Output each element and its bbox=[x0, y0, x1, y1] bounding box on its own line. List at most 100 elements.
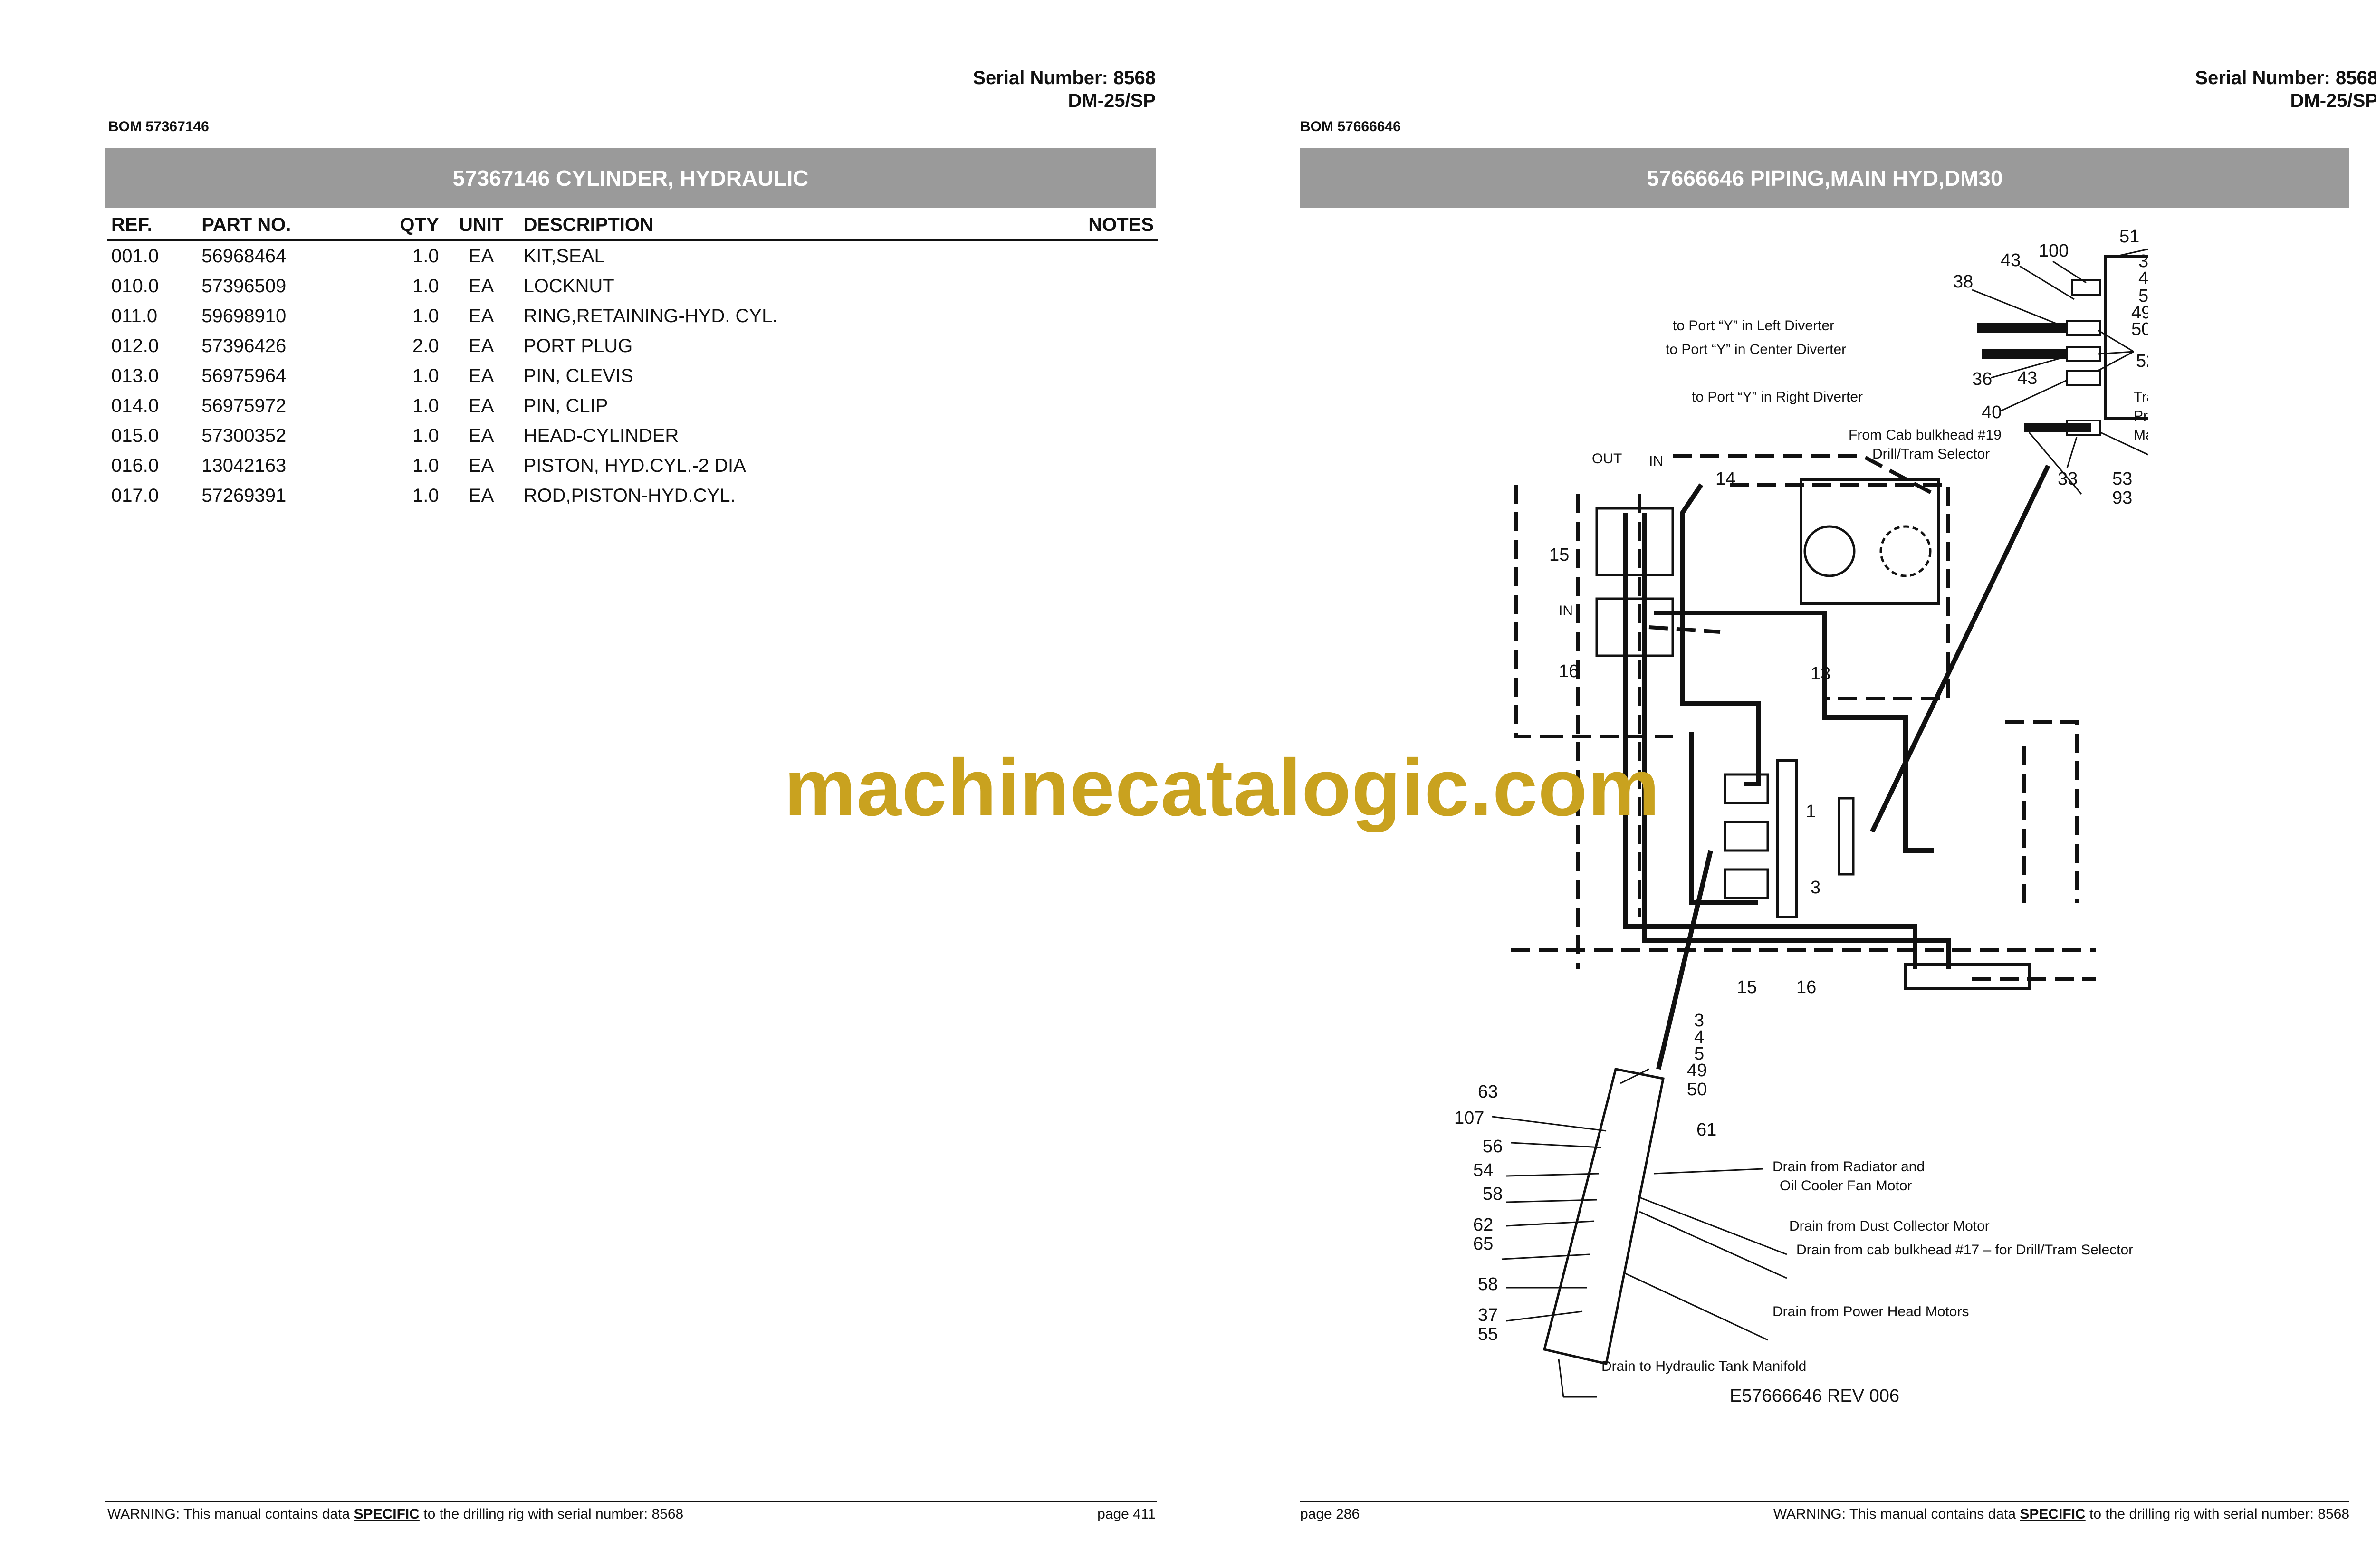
cell-description: PISTON, HYD.CYL.-2 DIA bbox=[523, 455, 746, 476]
callout: 3 bbox=[1694, 1011, 1704, 1031]
column-header-qty: QTY bbox=[370, 210, 443, 241]
footer-warning-text-end: to the drilling rig with serial number: … bbox=[419, 1506, 684, 1522]
cell-qty: 1.0 bbox=[412, 276, 439, 296]
table-row: 012.0 57396426 2.0 EA PORT PLUG bbox=[107, 331, 1158, 361]
cell-qty: 2.0 bbox=[412, 335, 439, 356]
callout: 51 bbox=[2119, 228, 2139, 247]
callout: 55 bbox=[1478, 1324, 1498, 1344]
serial-number: Serial Number: 8568 bbox=[973, 67, 1156, 88]
callout: 40 bbox=[1982, 402, 2002, 422]
cell-description: PIN, CLEVIS bbox=[523, 365, 633, 386]
callout: 4 bbox=[1694, 1027, 1704, 1047]
diagram-callouts: 100 51 43 3 4 5 49 50 38 52 36 43 40 33 … bbox=[1454, 228, 2148, 1344]
cell-unit: EA bbox=[468, 395, 494, 416]
label-drain-oil-cooler: Oil Cooler Fan Motor bbox=[1780, 1178, 1912, 1194]
footer-warning-emphasis: SPECIFIC bbox=[2020, 1506, 2086, 1522]
bom-label: BOM 57666646 bbox=[1300, 119, 1401, 134]
callout: 50 bbox=[1687, 1080, 1707, 1100]
callout: 61 bbox=[1696, 1120, 1716, 1140]
table-row: 001.0 56968464 1.0 EA KIT,SEAL bbox=[107, 240, 1158, 271]
cell-qty: 1.0 bbox=[412, 455, 439, 476]
drawing-number: E57666646 REV 006 bbox=[1730, 1386, 1899, 1406]
cell-notes bbox=[987, 271, 1158, 301]
callout: 14 bbox=[1715, 469, 1735, 489]
callout: 56 bbox=[1483, 1137, 1503, 1157]
cell-notes bbox=[987, 361, 1158, 391]
label-drain-radiator: Drain from Radiator and bbox=[1772, 1159, 1925, 1175]
page-number: page 286 bbox=[1300, 1506, 1360, 1522]
cell-unit: EA bbox=[468, 455, 494, 476]
label-port-left: to Port “Y” in Left Diverter bbox=[1673, 318, 1834, 334]
cell-ref: 017.0 bbox=[111, 485, 159, 506]
label-manifold: Manifold bbox=[2134, 427, 2148, 443]
callout: 5 bbox=[2138, 286, 2148, 306]
manifold-hoses bbox=[1977, 323, 2091, 432]
callout: 15 bbox=[1549, 545, 1569, 565]
label-cab-bulkhead: From Cab bulkhead #19 bbox=[1849, 427, 2002, 443]
serial-block: Serial Number: 8568 DM-25/SP bbox=[2195, 67, 2376, 112]
cell-unit: EA bbox=[468, 246, 494, 267]
cell-notes bbox=[987, 391, 1158, 421]
page-number: page 411 bbox=[1097, 1506, 1156, 1522]
cell-notes bbox=[987, 240, 1158, 271]
callout: 58 bbox=[1478, 1274, 1498, 1294]
callout: 16 bbox=[1559, 661, 1579, 681]
cell-notes bbox=[987, 451, 1158, 481]
model-number: DM-25/SP bbox=[2290, 90, 2376, 111]
parts-table: REF. PART NO. QTY UNIT DESCRIPTION NOTES… bbox=[107, 210, 1158, 511]
footer-warning: WARNING: This manual contains data SPECI… bbox=[107, 1506, 683, 1522]
cell-description: LOCKNUT bbox=[523, 276, 614, 296]
cell-description: RING,RETAINING-HYD. CYL. bbox=[523, 306, 778, 326]
table-row: 014.0 56975972 1.0 EA PIN, CLIP bbox=[107, 391, 1158, 421]
cell-description: PORT PLUG bbox=[523, 335, 633, 356]
cell-description: HEAD-CYLINDER bbox=[523, 425, 679, 446]
cell-notes bbox=[987, 331, 1158, 361]
cell-part-no: 13042163 bbox=[201, 455, 287, 476]
cell-part-no: 57300352 bbox=[201, 425, 287, 446]
cell-description: ROD,PISTON-HYD.CYL. bbox=[523, 485, 736, 506]
callout: 65 bbox=[1473, 1234, 1493, 1254]
cell-qty: 1.0 bbox=[412, 246, 439, 267]
cell-unit: EA bbox=[468, 425, 494, 446]
footer-warning-text: WARNING: This manual contains data bbox=[107, 1506, 354, 1522]
cell-notes bbox=[987, 481, 1158, 511]
callout: 49 bbox=[1687, 1061, 1707, 1080]
callout: 50 bbox=[2131, 319, 2148, 339]
table-row: 016.0 13042163 1.0 EA PISTON, HYD.CYL.-2… bbox=[107, 451, 1158, 481]
label-pressure: Pressure bbox=[2134, 408, 2148, 424]
cell-notes bbox=[987, 421, 1158, 451]
machine-frame bbox=[1511, 454, 2096, 981]
callout-leaders bbox=[1972, 248, 2148, 495]
cell-ref: 014.0 bbox=[111, 395, 159, 416]
callout: 100 bbox=[2039, 241, 2069, 261]
column-header-ref: REF. bbox=[107, 210, 198, 241]
diagram-linework bbox=[1492, 248, 2148, 1398]
watermark: machinecatalogic.com bbox=[784, 743, 1660, 833]
label-in-top: IN bbox=[1649, 453, 1663, 469]
column-header-description: DESCRIPTION bbox=[519, 210, 987, 241]
cell-ref: 015.0 bbox=[111, 425, 159, 446]
callout: 93 bbox=[2112, 488, 2132, 508]
cell-qty: 1.0 bbox=[412, 365, 439, 386]
cell-part-no: 56975964 bbox=[201, 365, 287, 386]
column-header-unit: UNIT bbox=[442, 210, 520, 241]
bom-label: BOM 57367146 bbox=[108, 119, 209, 134]
callout: 43 bbox=[2017, 368, 2037, 388]
cell-ref: 010.0 bbox=[111, 276, 159, 296]
callout: 38 bbox=[1953, 272, 1973, 292]
callout: 52 bbox=[2136, 351, 2148, 371]
footer-warning-emphasis: SPECIFIC bbox=[354, 1506, 420, 1522]
cell-ref: 016.0 bbox=[111, 455, 159, 476]
callout: 16 bbox=[1796, 977, 1816, 997]
cell-part-no: 59698910 bbox=[201, 306, 287, 326]
model-number: DM-25/SP bbox=[1068, 90, 1156, 111]
cell-description: PIN, CLIP bbox=[523, 395, 608, 416]
label-port-right: to Port “Y” in Right Diverter bbox=[1692, 389, 1863, 405]
cell-qty: 1.0 bbox=[412, 395, 439, 416]
cell-part-no: 56968464 bbox=[201, 246, 287, 267]
callout: 36 bbox=[1972, 369, 1992, 389]
callout: 54 bbox=[1473, 1160, 1493, 1180]
cell-notes bbox=[987, 301, 1158, 331]
column-header-part-no: PART NO. bbox=[198, 210, 371, 241]
callout: 13 bbox=[1811, 664, 1830, 684]
